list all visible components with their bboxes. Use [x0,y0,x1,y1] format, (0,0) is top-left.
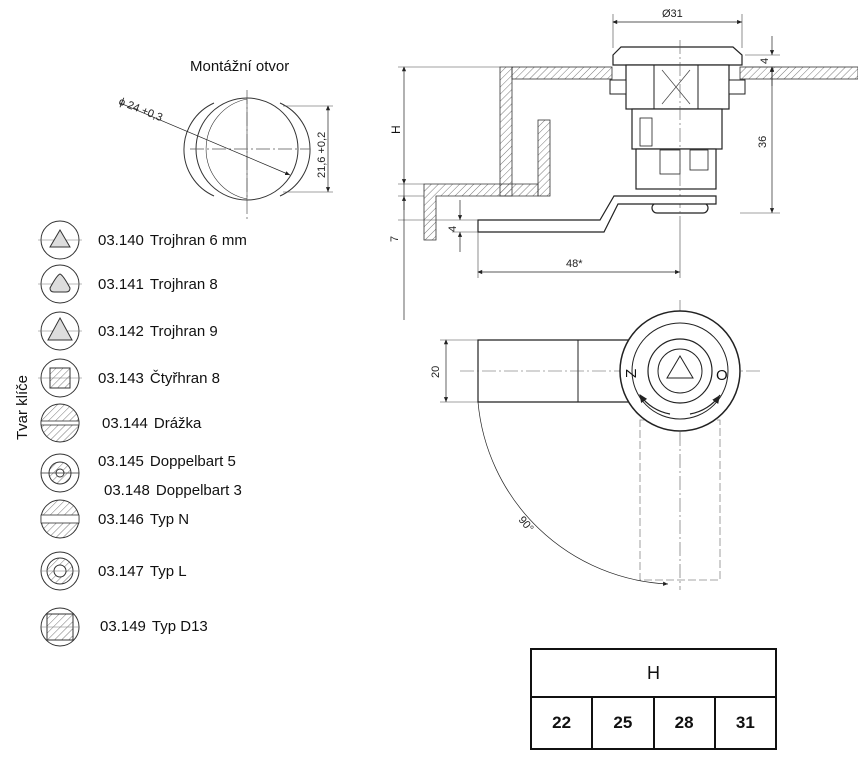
key-code: 03.144 [102,414,148,432]
slot-key-icon [40,403,80,443]
dim-cam-length: 48* [566,258,583,270]
key-code: 03.143 [98,369,144,387]
key-name: Drážka [153,414,202,432]
triangle-key-icon [38,220,82,260]
h-table-header: H [530,648,777,698]
open-mark: O [716,367,728,384]
list-item: 03.140 Trojhran 6 mm [38,225,253,255]
key-name: Trojhran 6 mm [149,231,247,249]
dim-height-total: 36 [757,136,769,148]
list-item: 03.144 Drážka [38,408,207,438]
key-name: Typ D13 [151,617,208,635]
hole-diameter-label: ϕ 24 +0,3 [117,96,164,124]
wide-slot-key-icon [40,499,80,539]
h-value-cell: 25 [591,696,655,750]
h-values-table: H 22 25 28 31 [529,648,778,750]
key-name: Typ N [149,510,190,528]
list-item: 03.142 Trojhran 9 [38,316,224,346]
list-item: 03.145 Doppelbart 5 [38,446,242,476]
list-item: 03.148 Doppelbart 3 [38,475,248,505]
list-item: 03.143 Čtyřhran 8 [38,363,226,393]
mounting-hole-title: Montážní otvor [190,58,289,75]
h-value-cell: 28 [652,696,716,750]
list-item: 03.141 Trojhran 8 [38,269,224,299]
lock-side-view: Ø31 4 36 [389,8,858,320]
list-item: 03.149 Typ D13 [38,611,214,641]
dim-cam-width: 20 [430,366,442,378]
key-name: Trojhran 8 [149,275,218,293]
ring-key-icon [40,551,80,591]
dim-height-var: H [389,125,403,134]
key-name: Typ L [149,562,187,580]
key-code: 03.149 [100,617,146,635]
dim-rotation: 90° [516,514,536,534]
hole-width-label: 21,6 +0,2 [316,132,328,178]
dim-offset: 7 [389,236,401,242]
lock-bottom-view: 20 90° Z O [430,300,760,590]
square-key-icon [38,358,82,398]
h-value-cell: 31 [713,696,778,750]
key-code: 03.146 [98,510,144,528]
key-name: Trojhran 9 [149,322,218,340]
h-value-cell: 22 [529,696,594,750]
key-name: Doppelbart 5 [149,452,236,470]
key-shape-axis-label: Tvar klíče [14,374,31,440]
list-item: 03.146 Typ N [38,504,195,534]
key-code: 03.147 [98,562,144,580]
closed-mark: Z [623,369,640,378]
key-code: 03.142 [98,322,144,340]
mounting-hole-view: Montážní otvor ϕ 24 +0,3 21,6 +0,2 [117,58,333,222]
key-name: Doppelbart 3 [155,481,242,499]
key-code: 03.141 [98,275,144,293]
key-name: Čtyřhran 8 [149,369,220,387]
double-bit-key-icon [40,453,80,493]
d-shape-key-icon [40,607,80,647]
key-code: 03.148 [104,481,150,499]
rounded-triangle-key-icon [38,264,82,304]
dim-cam-thickness: 4 [447,226,459,232]
triangle-key-icon [38,311,82,351]
dim-top-thickness: 4 [759,58,771,64]
list-item: 03.147 Typ L [38,556,193,586]
key-code: 03.145 [98,452,144,470]
key-icons [38,220,82,647]
dim-diameter-top: Ø31 [662,8,683,20]
key-code: 03.140 [98,231,144,249]
